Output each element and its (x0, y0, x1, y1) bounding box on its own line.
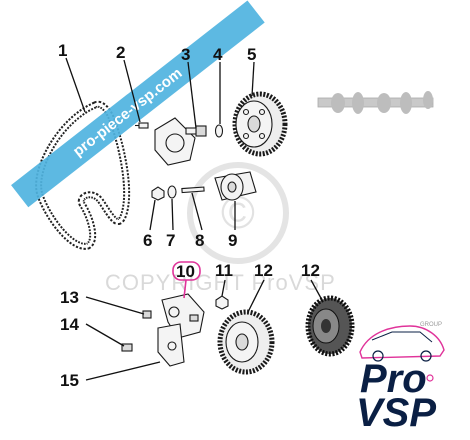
part-4-washer (214, 124, 224, 138)
callout-10-highlight (172, 261, 201, 281)
crankshaft-sprocket-b (305, 295, 355, 357)
backing-plate (154, 117, 196, 166)
logo-line2: VSP (356, 391, 436, 435)
callout-9: 9 (228, 231, 237, 250)
crankshaft-sprocket-a (217, 309, 275, 375)
part-9-tensioner (214, 171, 257, 201)
part-14-bolt (121, 343, 133, 352)
callout-1: 1 (58, 41, 67, 60)
part-7-washer (167, 185, 177, 199)
callout-2: 2 (116, 43, 125, 62)
part-6-nut (151, 186, 165, 201)
part-13-bolt (142, 310, 152, 319)
callout-6: 6 (143, 231, 152, 250)
camshaft-pulley (232, 91, 288, 157)
part-3-bolt (185, 125, 207, 137)
leader-lines (65, 57, 323, 381)
callout-13: 13 (60, 288, 79, 307)
callout-14: 14 (60, 315, 79, 334)
camshaft (317, 91, 434, 114)
callout-12b: 12 (301, 261, 320, 280)
callout-3: 3 (181, 45, 190, 64)
copyright-watermark: © COPYRIGHT ProVSP (105, 162, 336, 295)
callout-11: 11 (215, 261, 233, 280)
callout-5: 5 (247, 45, 256, 64)
logo-tag: GROUP (420, 322, 442, 328)
watermark-text: COPYRIGHT ProVSP (105, 270, 336, 295)
part-2-screw (135, 122, 149, 129)
callout-4: 4 (213, 45, 223, 64)
tensioner-bracket (157, 293, 205, 367)
part-11-nut (215, 295, 229, 310)
callout-7: 7 (166, 231, 175, 250)
callout-8: 8 (195, 231, 204, 250)
callout-12a: 12 (254, 261, 273, 280)
callout-10: 10 (176, 262, 195, 281)
logo-line1: Pro (360, 357, 427, 401)
callout-15: 15 (60, 371, 79, 390)
callout-labels: 1 2 3 4 5 6 7 8 9 10 11 12 12 13 14 15 (58, 41, 320, 390)
part-8-stud (181, 186, 205, 194)
provsp-logo: GROUP Pro VSP (356, 322, 445, 435)
